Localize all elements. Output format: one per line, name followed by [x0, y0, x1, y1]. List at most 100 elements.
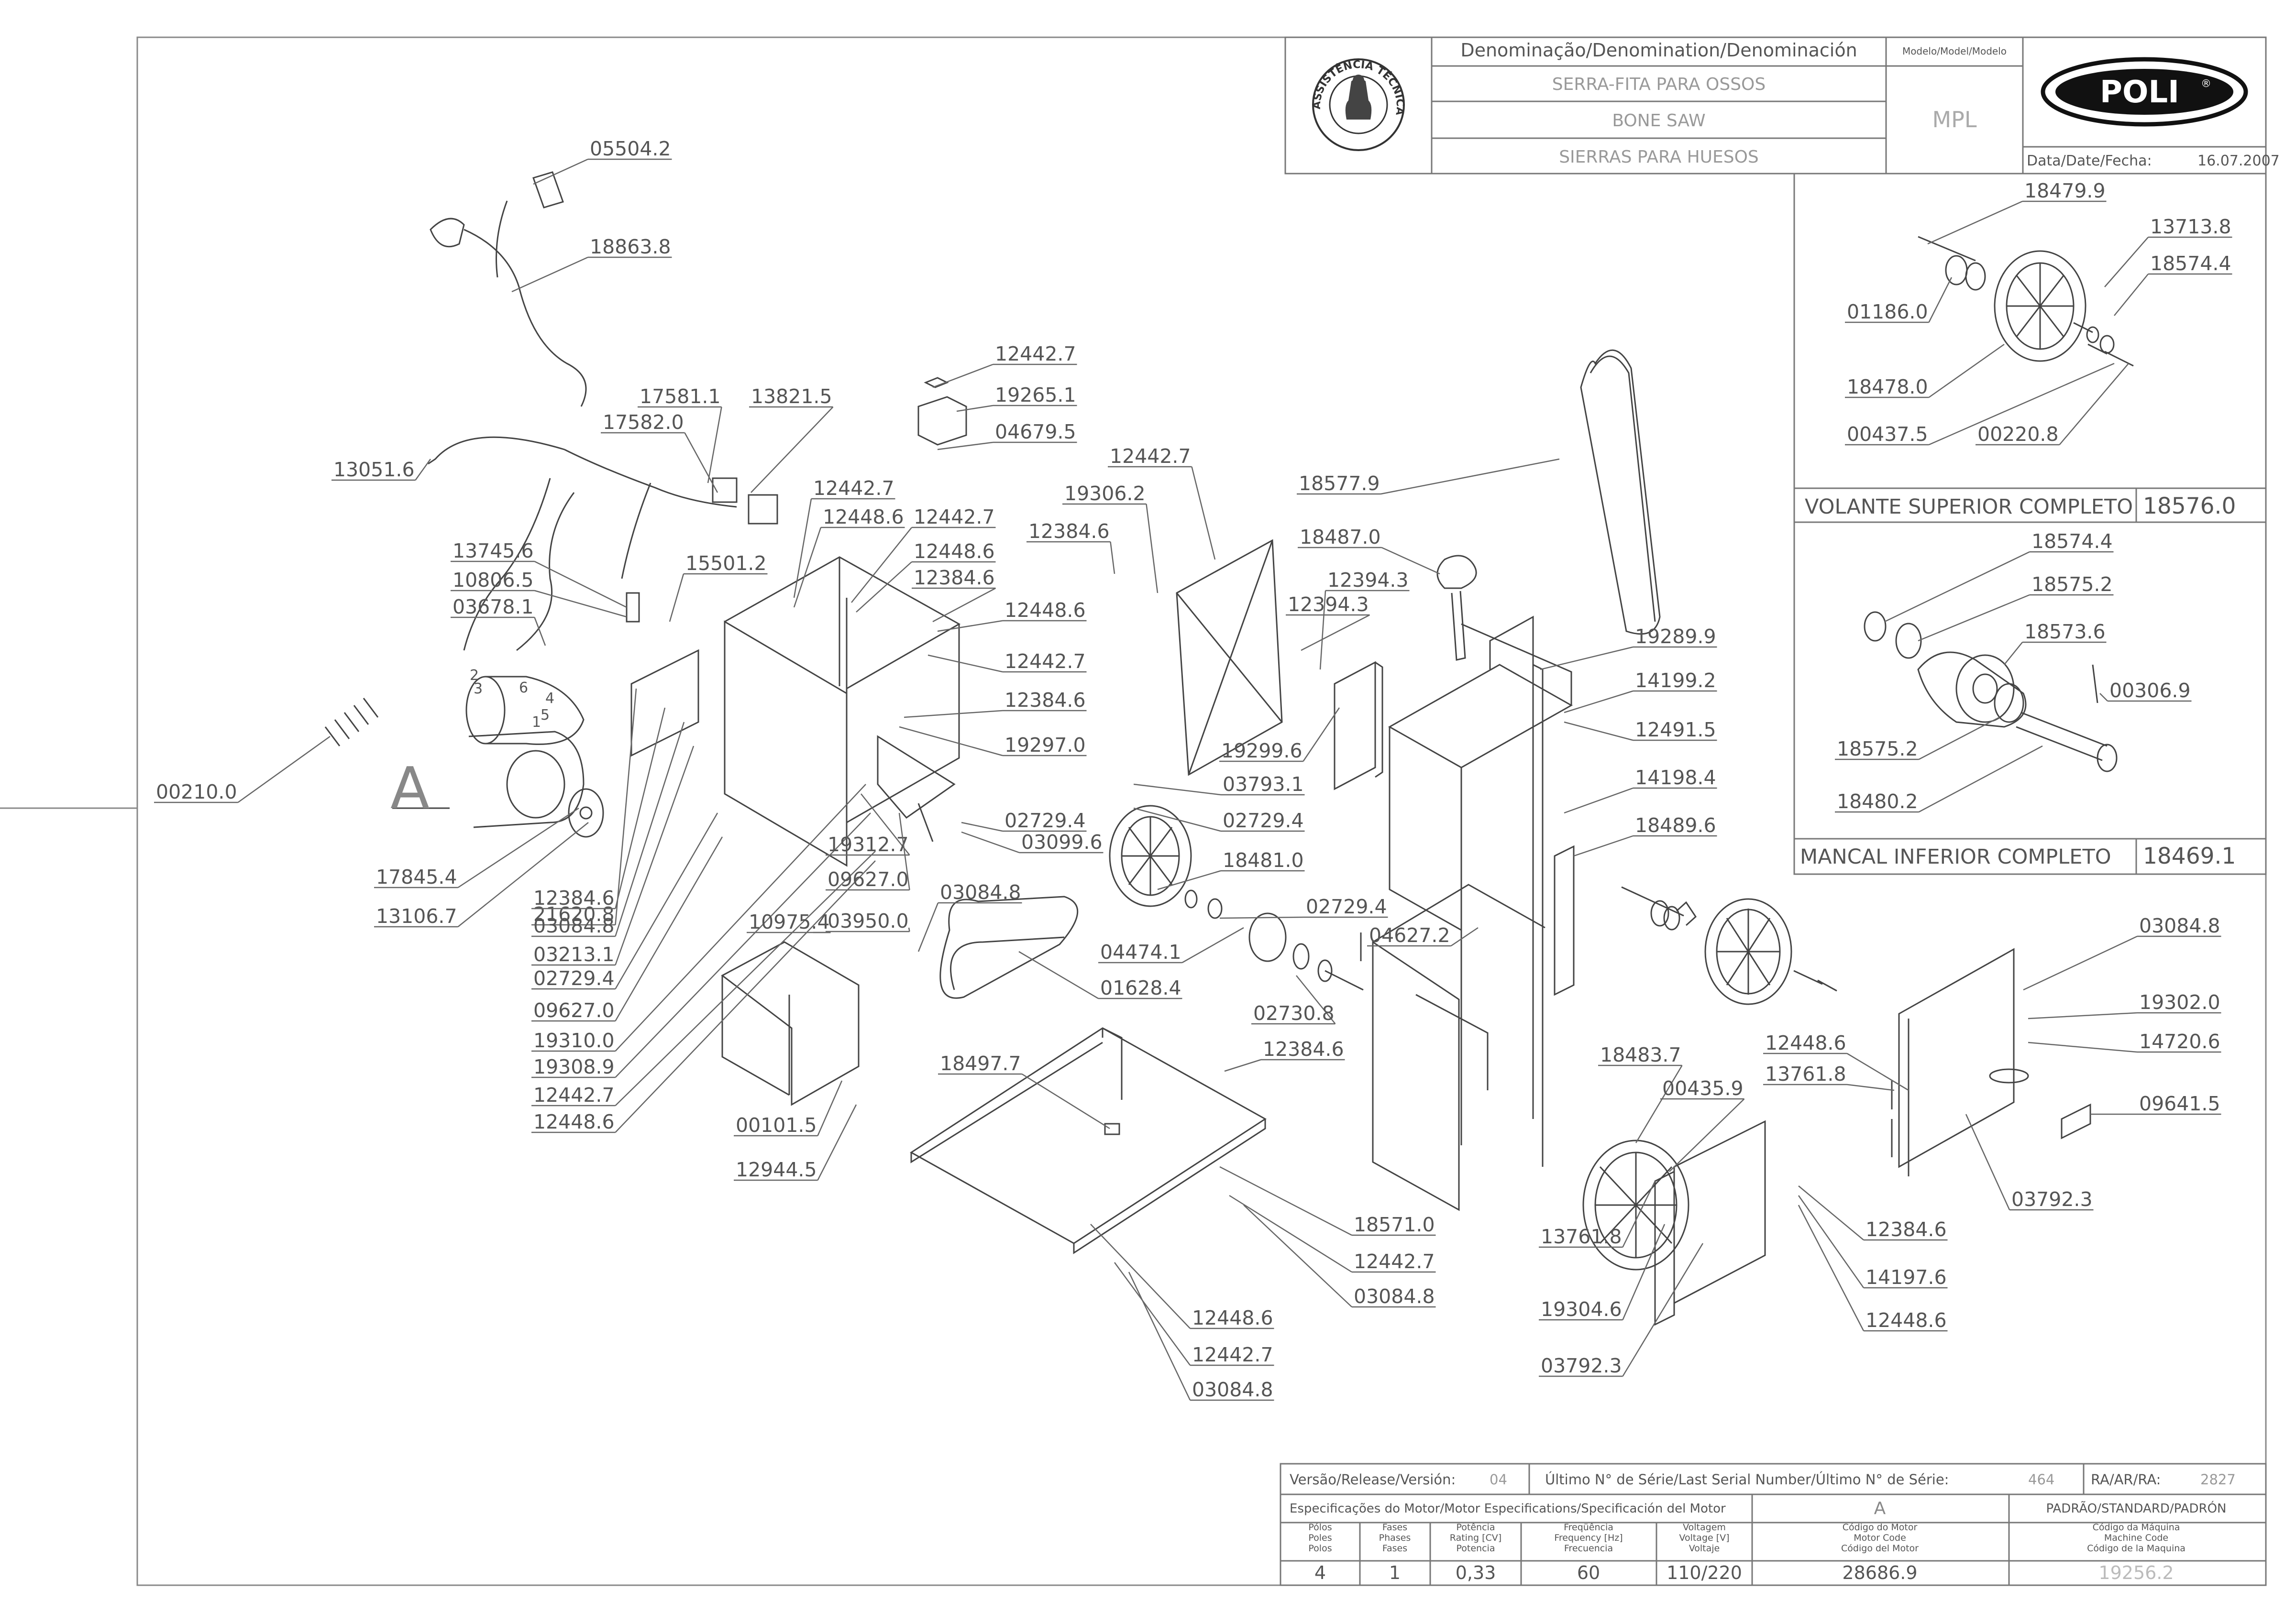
part-label-leader — [457, 807, 579, 888]
svg-text:Voltagem: Voltagem — [1683, 1522, 1726, 1533]
part-label-leader — [615, 746, 695, 965]
part-label-leader — [2023, 935, 2138, 991]
part-number-label: 19299.6 — [1221, 739, 1303, 762]
authorized-service-seal: ASSISTÊNCIA TÉCNICA AUTORIZADA — [0, 0, 1406, 151]
part-label-leader — [961, 831, 1020, 854]
part-label-leader — [1927, 200, 2023, 245]
part-number-label: 18478.0 — [1847, 375, 1928, 398]
part-number-label: 02729.4 — [1306, 895, 1387, 918]
part-number-label: 13761.8 — [1765, 1063, 1846, 1086]
part-label-leader — [534, 617, 546, 646]
part-number-label: 05504.2 — [590, 137, 671, 160]
part-number-label: 13761.8 — [1541, 1225, 1622, 1248]
standard-label: PADRÃO/STANDARD/PADRÓN — [2046, 1501, 2227, 1516]
part-number-label: 04679.5 — [995, 420, 1076, 443]
part-number-label: 03213.1 — [533, 943, 615, 966]
version-label: Versão/Release/Versión: — [1290, 1471, 1456, 1488]
model-value: MPL — [1932, 107, 1976, 132]
part-label-leader — [1918, 594, 2030, 642]
part-number-label: 09627.0 — [533, 999, 615, 1022]
part-number-label: 18574.4 — [2150, 252, 2231, 275]
seal-text: ASSISTÊNCIA TÉCNICA AUTORIZADA — [0, 0, 1406, 116]
part-number-label: 19312.7 — [828, 833, 909, 856]
machine-code-value: 19256.2 — [2098, 1562, 2174, 1583]
part-number-label: 03792.3 — [2011, 1188, 2093, 1211]
part-number-label: 15501.2 — [685, 552, 767, 575]
part-label-leader — [2028, 1012, 2138, 1020]
part-label-leader — [937, 620, 1003, 632]
part-number-label: 00210.0 — [156, 780, 237, 803]
svg-text:2: 2 — [470, 667, 479, 684]
part-number-label: 00101.5 — [736, 1114, 817, 1137]
part-label-leader — [2004, 642, 2023, 665]
part-label-leader — [1622, 1181, 1656, 1248]
assembly-2-name: MANCAL INFERIOR COMPLETO — [1800, 845, 2111, 869]
part-number-label: 03084.8 — [940, 881, 1021, 904]
part-number-label: 12384.6 — [1263, 1038, 1344, 1061]
part-number-label: 19306.2 — [1064, 482, 1146, 505]
part-label-leader — [956, 405, 993, 412]
part-number-label: 14198.4 — [1635, 766, 1716, 789]
part-label-leader — [1128, 1272, 1191, 1401]
assembly-boxes — [1793, 173, 2267, 875]
phases-value: 1 — [1389, 1562, 1401, 1583]
denomination-en: BONE SAW — [1612, 111, 1705, 131]
brand-mark: ® — [2201, 78, 2211, 90]
part-label-leader — [1928, 362, 2115, 446]
part-label-leader — [927, 654, 1003, 673]
part-label-leader — [1303, 707, 1340, 762]
part-number-label: 13745.6 — [453, 539, 534, 562]
part-number-label: 12448.6 — [1192, 1306, 1273, 1329]
part-number-label: 18863.8 — [590, 235, 671, 258]
svg-text:Phases: Phases — [1379, 1533, 1411, 1543]
part-label-leader — [1564, 690, 1634, 713]
svg-text:4: 4 — [545, 690, 554, 707]
part-label-leader — [415, 459, 431, 481]
part-number-label: 01186.0 — [1847, 300, 1928, 323]
motor-marker: A — [390, 756, 430, 822]
drawing-geometry — [324, 171, 2134, 1326]
title-block — [1284, 36, 2267, 175]
part-number-label: 14720.6 — [2139, 1030, 2220, 1053]
part-label-leader — [1564, 787, 1634, 814]
part-label-leader — [1564, 721, 1634, 741]
part-number-label: 12384.6 — [914, 566, 995, 589]
part-label-leader — [1133, 807, 1221, 832]
part-label-leader — [1114, 1262, 1191, 1366]
part-number-label: 12442.7 — [1110, 445, 1191, 468]
part-number-label: 17581.1 — [640, 385, 721, 408]
assembly-1-name: VOLANTE SUPERIOR COMPLETO — [1805, 495, 2133, 519]
part-label-leader — [1635, 1065, 1683, 1143]
part-number-label: 13106.7 — [376, 905, 457, 928]
part-label-leader — [1540, 646, 1634, 670]
part-label-leader — [961, 822, 1003, 832]
part-number-label: 12448.6 — [533, 1110, 615, 1133]
part-label-leader — [1928, 343, 2005, 398]
part-number-label: 04474.1 — [1100, 941, 1181, 964]
denomination-pt: SERRA-FITA PARA OSSOS — [1552, 75, 1766, 94]
part-label-leader — [1146, 504, 1159, 593]
part-label-leader — [684, 432, 718, 493]
part-number-label: 01628.4 — [1100, 976, 1181, 999]
part-number-label: 12384.6 — [1866, 1218, 1947, 1241]
part-number-label: 19302.0 — [2139, 991, 2220, 1014]
part-label-leader — [1798, 1185, 1864, 1240]
part-label-leader — [1181, 927, 1244, 964]
part-number-label: 18487.0 — [1300, 526, 1381, 548]
svg-text:6: 6 — [519, 680, 528, 696]
part-label-leader — [457, 822, 589, 927]
part-number-label: 12448.6 — [1765, 1031, 1846, 1054]
svg-text:Código de la Maquina: Código de la Maquina — [2087, 1543, 2186, 1554]
part-label-leader — [1021, 1073, 1110, 1130]
svg-text:Fases: Fases — [1382, 1522, 1407, 1533]
assembly-1-code: 18576.0 — [2143, 493, 2236, 519]
svg-text:Machine Code: Machine Code — [2104, 1533, 2168, 1543]
part-label-leader — [1301, 614, 1370, 651]
part-label-leader — [707, 406, 722, 483]
part-number-label: 10806.5 — [453, 569, 534, 592]
part-label-leader — [2059, 363, 2129, 445]
part-label-leader — [1110, 541, 1115, 574]
svg-text:Frecuencia: Frecuencia — [1564, 1543, 1613, 1554]
